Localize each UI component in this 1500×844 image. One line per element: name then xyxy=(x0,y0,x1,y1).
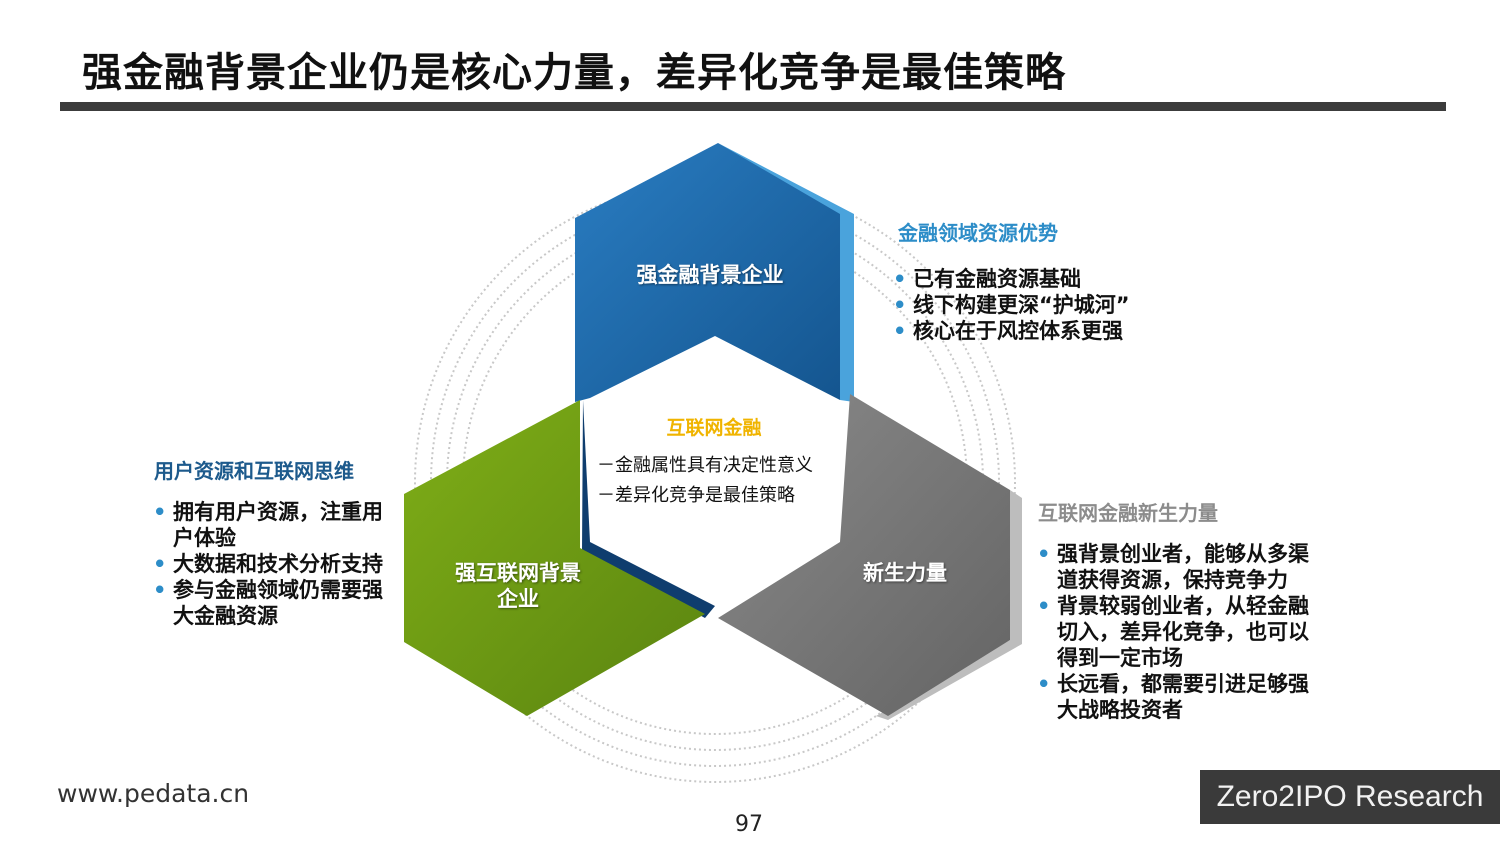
internet-hexagon-label: 强互联网背景 企业 xyxy=(430,560,606,612)
internet-hexagon-label-line1: 强互联网背景 xyxy=(455,561,581,585)
internet-hexagon xyxy=(404,400,705,716)
center-item: －差异化竞争是最佳策略 xyxy=(597,485,795,506)
title-underline xyxy=(60,102,1446,111)
internet-hexagon-shadow xyxy=(582,400,715,618)
list-item: 核心在于风控体系更强 xyxy=(893,318,1213,344)
center-heading: 互联网金融 xyxy=(666,417,762,439)
newforce-hexagon-shadow xyxy=(876,490,1022,720)
page-title: 强金融背景企业仍是核心力量，差异化竞争是最佳策略 xyxy=(82,50,1066,96)
internet-panel-heading: 用户资源和互联网思维 xyxy=(154,459,354,483)
newforce-hexagon-label: 新生力量 xyxy=(863,561,947,585)
page-number: 97 xyxy=(735,812,763,837)
internet-hexagon-label-line2: 企业 xyxy=(497,587,539,611)
newforce-panel-heading: 互联网金融新生力量 xyxy=(1038,501,1218,525)
center-hexagon xyxy=(590,336,840,606)
internet-panel-list: 拥有用户资源，注重用户体验 大数据和技术分析支持 参与金融领域仍需要强大金融资源 xyxy=(153,499,399,629)
list-item: 已有金融资源基础 xyxy=(893,266,1213,292)
list-item: 背景较弱创业者，从轻金融切入，差异化竞争，也可以得到一定市场 xyxy=(1037,593,1327,671)
newforce-panel-list: 强背景创业者，能够从多渠道获得资源，保持竞争力 背景较弱创业者，从轻金融切入，差… xyxy=(1037,541,1327,723)
newforce-hexagon xyxy=(718,394,1010,716)
list-item: 拥有用户资源，注重用户体验 xyxy=(153,499,399,551)
list-item: 参与金融领域仍需要强大金融资源 xyxy=(153,577,399,629)
brand-logo: Zero2IPO Research xyxy=(1200,770,1500,824)
list-item: 大数据和技术分析支持 xyxy=(153,551,399,577)
list-item: 长远看，都需要引进足够强大战略投资者 xyxy=(1037,671,1327,723)
list-item: 线下构建更深“护城河” xyxy=(893,292,1213,318)
finance-panel-list: 已有金融资源基础 线下构建更深“护城河” 核心在于风控体系更强 xyxy=(893,266,1213,344)
finance-hexagon-label: 强金融背景企业 xyxy=(636,263,784,287)
finance-hexagon xyxy=(575,143,840,402)
list-item: 强背景创业者，能够从多渠道获得资源，保持竞争力 xyxy=(1037,541,1327,593)
center-item: －金融属性具有决定性意义 xyxy=(597,455,813,476)
finance-hexagon-side xyxy=(718,143,854,402)
footer-url-link[interactable]: www.pedata.cn xyxy=(57,779,250,808)
finance-panel-heading: 金融领域资源优势 xyxy=(898,221,1058,245)
